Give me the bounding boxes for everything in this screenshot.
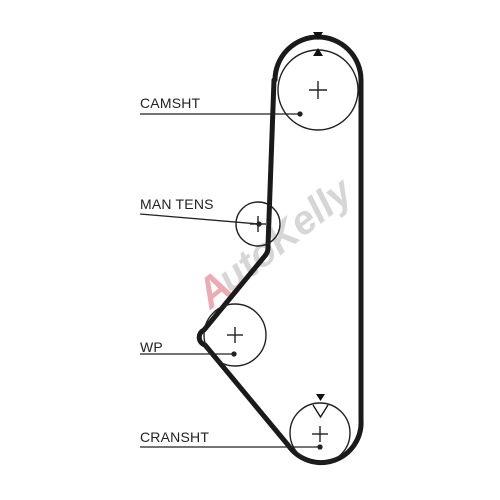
camshaft-timing-mark-icon xyxy=(313,32,323,56)
svg-text:Kelly: Kelly xyxy=(258,168,362,263)
manual-tensioner-label: MAN TENS xyxy=(140,196,214,212)
crankshaft-timing-mark-icon xyxy=(312,394,329,419)
water-pump-pulley xyxy=(203,303,267,367)
water-pump-label: WP xyxy=(140,339,163,355)
timing-belt xyxy=(196,34,364,465)
camshaft-pulley xyxy=(277,49,359,131)
label-leader-lines xyxy=(139,111,323,450)
manual-tensioner-leader-line xyxy=(139,213,260,225)
crankshaft-label: CRANSHT xyxy=(140,429,210,445)
watermark-logo: A uto Kelly xyxy=(186,168,362,317)
camshaft-label: CAMSHT xyxy=(140,95,201,111)
crankshaft-pulley xyxy=(289,402,351,464)
